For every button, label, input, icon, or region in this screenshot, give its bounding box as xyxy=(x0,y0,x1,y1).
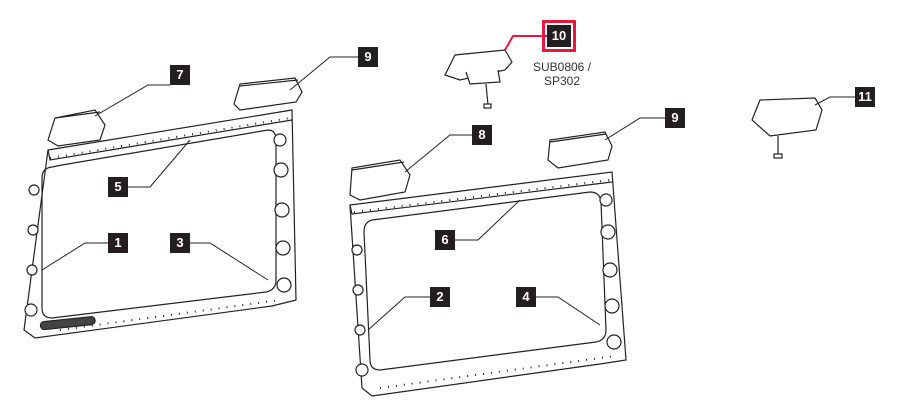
bracket-7 xyxy=(47,109,106,147)
bracket-11 xyxy=(751,97,823,159)
callout-6: 6 xyxy=(435,230,455,250)
callout-2: 2 xyxy=(430,287,450,307)
callout-10: 10 xyxy=(542,20,576,52)
callout-8: 8 xyxy=(472,125,492,145)
callout-3: 3 xyxy=(170,233,190,253)
callout-7: 7 xyxy=(170,65,190,85)
callout-11: 11 xyxy=(855,87,875,107)
bracket-9-left xyxy=(233,77,303,111)
right-frame xyxy=(349,171,627,397)
callout-1: 1 xyxy=(108,233,128,253)
bracket-8 xyxy=(349,159,411,201)
part-number-line1: SUB0806 / xyxy=(532,60,592,74)
callout-9-left: 9 xyxy=(358,47,378,67)
part-number: SUB0806 / SP302 xyxy=(530,60,594,88)
callout-5: 5 xyxy=(108,177,128,197)
left-frame xyxy=(23,109,297,339)
part-number-line2: SP302 xyxy=(543,74,581,88)
bracket-9-right xyxy=(547,131,613,169)
bracket-10 xyxy=(444,49,513,109)
callout-4: 4 xyxy=(516,287,536,307)
callout-9-right: 9 xyxy=(665,108,685,128)
